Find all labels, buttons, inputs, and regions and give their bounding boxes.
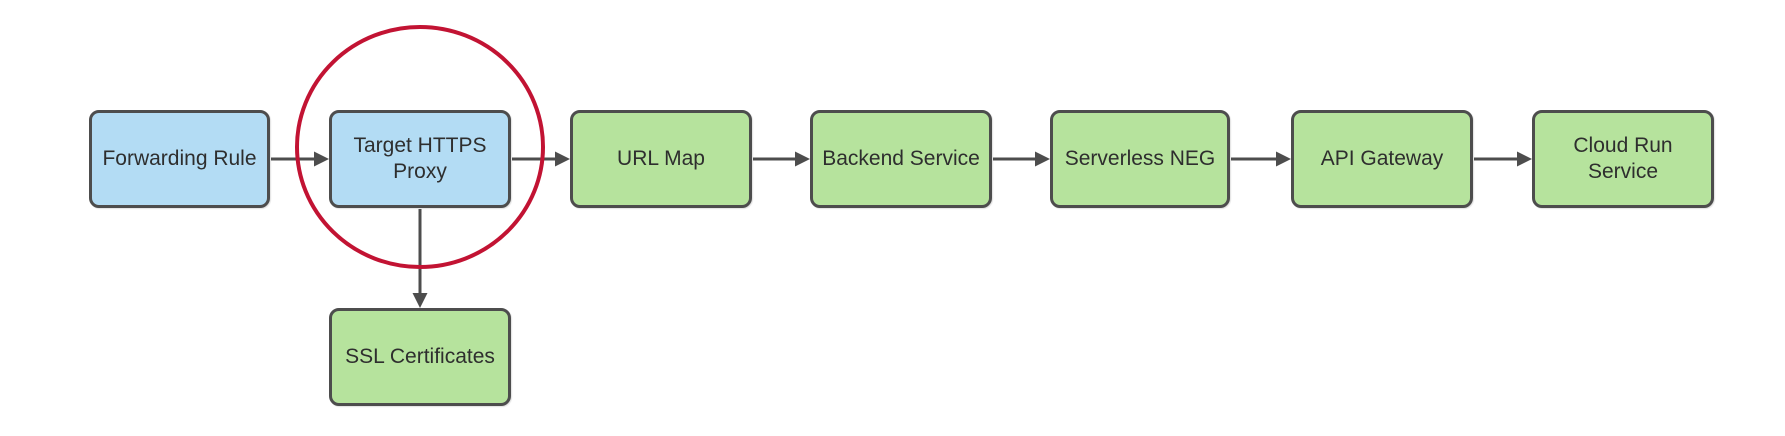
node-target-https-proxy[interactable]: Target HTTPS Proxy xyxy=(329,110,511,208)
node-label: API Gateway xyxy=(1320,147,1444,171)
arrow-forwarding-rule-to-target-https-proxy xyxy=(271,151,329,167)
node-label: Target HTTPS Proxy xyxy=(353,134,487,183)
node-url-map[interactable]: URL Map xyxy=(570,110,752,208)
node-label: Serverless NEG xyxy=(1064,147,1216,171)
node-label: SSL Certificates xyxy=(345,345,495,369)
node-forwarding-rule[interactable]: Forwarding Rule xyxy=(89,110,270,208)
node-label: Backend Service xyxy=(822,147,980,171)
node-api-gateway[interactable]: API Gateway xyxy=(1291,110,1473,208)
node-label: URL Map xyxy=(617,147,705,171)
node-cloud-run-service[interactable]: Cloud Run Service xyxy=(1532,110,1714,208)
node-serverless-neg[interactable]: Serverless NEG xyxy=(1050,110,1230,208)
arrow-api-gateway-to-cloud-run-service xyxy=(1474,151,1532,167)
node-ssl-certificates[interactable]: SSL Certificates xyxy=(329,308,511,406)
node-label: Cloud Run Service xyxy=(1573,134,1673,183)
node-backend-service[interactable]: Backend Service xyxy=(810,110,992,208)
arrow-backend-service-to-serverless-neg xyxy=(993,151,1050,167)
arrow-target-https-proxy-to-ssl-certificates xyxy=(412,209,428,308)
arrow-serverless-neg-to-api-gateway xyxy=(1231,151,1291,167)
node-label: Forwarding Rule xyxy=(102,147,257,171)
arrow-url-map-to-backend-service xyxy=(753,151,810,167)
arrow-target-https-proxy-to-url-map xyxy=(512,151,570,167)
